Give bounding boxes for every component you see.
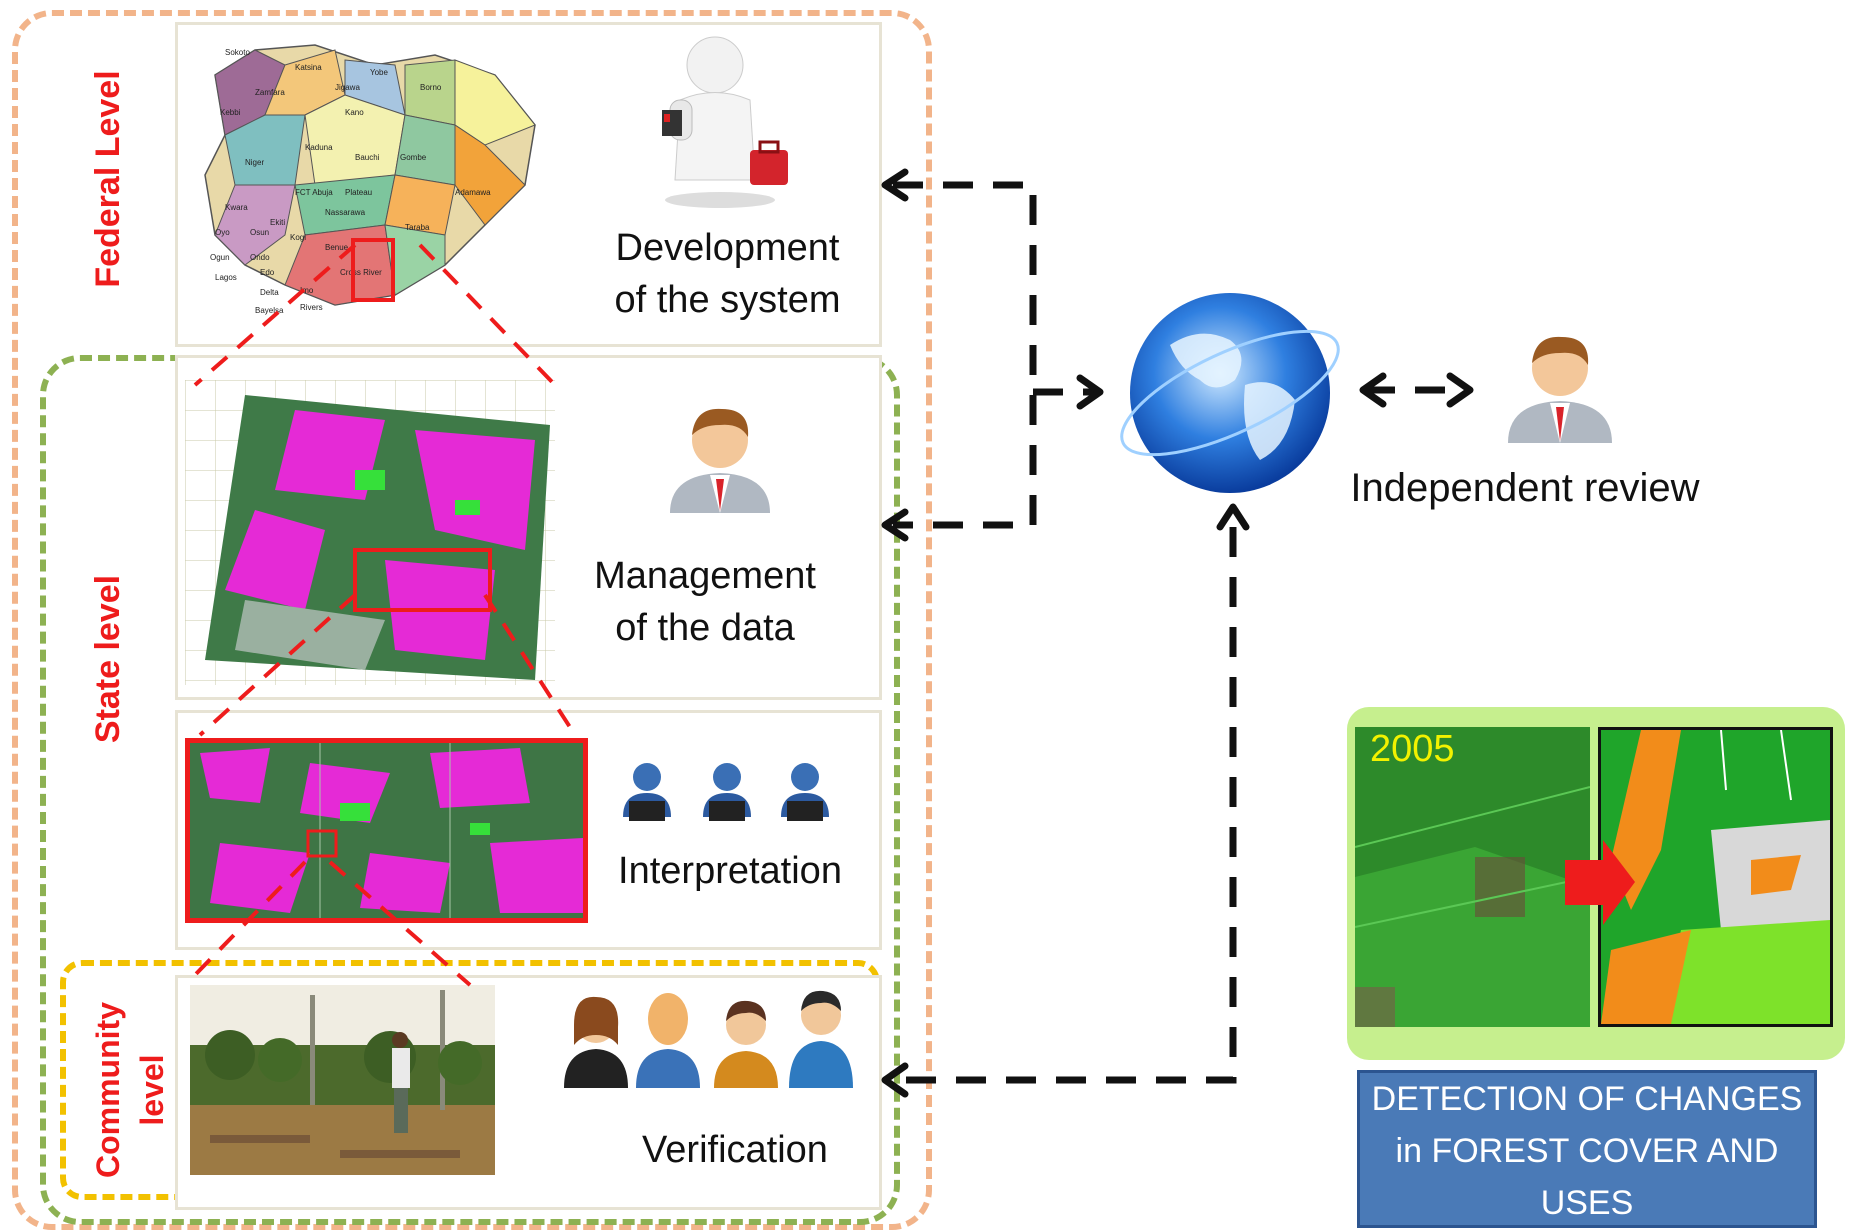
community-people-icons	[560, 985, 860, 1090]
svg-text:Osun: Osun	[250, 228, 269, 237]
svg-text:Katsina: Katsina	[295, 63, 322, 72]
detection-banner: DETECTION OF CHANGES in FOREST COVER AND…	[1357, 1070, 1817, 1228]
svg-text:Lagos: Lagos	[215, 273, 237, 282]
svg-text:Adamawa: Adamawa	[455, 188, 491, 197]
svg-text:Sokoto: Sokoto	[225, 48, 250, 57]
svg-text:Yobe: Yobe	[370, 68, 389, 77]
svg-text:Ogun: Ogun	[210, 253, 230, 262]
svg-text:Kebbi: Kebbi	[220, 108, 241, 117]
arrow-up-to-globe	[1216, 503, 1250, 531]
svg-text:Kogi: Kogi	[290, 233, 306, 242]
developer-toolbox-icon	[640, 30, 800, 210]
arrow-from-reviewer	[1359, 372, 1387, 408]
zoomed-satellite-image	[185, 738, 588, 923]
svg-text:Kwara: Kwara	[225, 203, 248, 212]
arrow-to-reviewer	[1446, 372, 1474, 408]
management-caption: Management of the data	[594, 555, 816, 649]
data-manager-person-icon	[660, 395, 780, 515]
arrow-to-development	[881, 168, 909, 202]
svg-text:Kano: Kano	[345, 108, 364, 117]
svg-text:Taraba: Taraba	[405, 223, 430, 232]
reviewer-person-icon	[1500, 325, 1620, 445]
forest-change-map	[1598, 727, 1833, 1027]
svg-text:Edo: Edo	[260, 268, 275, 277]
svg-text:Jigawa: Jigawa	[335, 83, 360, 92]
svg-text:Gombe: Gombe	[400, 153, 427, 162]
svg-text:Ondo: Ondo	[250, 253, 270, 262]
svg-text:Nassarawa: Nassarawa	[325, 208, 366, 217]
svg-text:Niger: Niger	[245, 158, 264, 167]
interpreters-laptop-icons	[615, 755, 845, 825]
svg-text:Plateau: Plateau	[345, 188, 372, 197]
svg-text:FCT Abuja: FCT Abuja	[295, 188, 333, 197]
change-direction-arrow-icon	[1565, 840, 1635, 925]
svg-text:Cross River: Cross River	[340, 268, 382, 277]
svg-text:Rivers: Rivers	[300, 303, 323, 312]
nigeria-states-map: Sokoto Katsina Yobe Borno Zamfara Jigawa…	[195, 35, 560, 325]
svg-text:Oyo: Oyo	[215, 228, 230, 237]
svg-text:Kaduna: Kaduna	[305, 143, 333, 152]
arrow-to-verification	[881, 1062, 909, 1098]
svg-text:Imo: Imo	[300, 286, 314, 295]
svg-text:Borno: Borno	[420, 83, 442, 92]
year-label: 2005	[1370, 728, 1455, 770]
arrow-to-globe	[1076, 374, 1104, 410]
forest-image-2005	[1355, 727, 1590, 1027]
arrow-to-management	[881, 508, 909, 542]
federal-level-box	[12, 10, 932, 1230]
svg-text:Ekiti: Ekiti	[270, 218, 285, 227]
globe-icon	[1110, 285, 1350, 500]
satellite-image-grid	[185, 380, 555, 685]
interpretation-caption: Interpretation	[618, 850, 842, 892]
svg-text:Benue: Benue	[325, 243, 349, 252]
svg-text:Zamfara: Zamfara	[255, 88, 285, 97]
verification-caption: Verification	[642, 1129, 828, 1171]
field-verification-photo	[190, 985, 495, 1175]
svg-text:Delta: Delta	[260, 288, 279, 297]
development-caption: Development of the system	[614, 227, 841, 321]
svg-text:Bayelsa: Bayelsa	[255, 306, 284, 315]
svg-text:Bauchi: Bauchi	[355, 153, 380, 162]
review-caption: Independent review	[1350, 466, 1700, 510]
